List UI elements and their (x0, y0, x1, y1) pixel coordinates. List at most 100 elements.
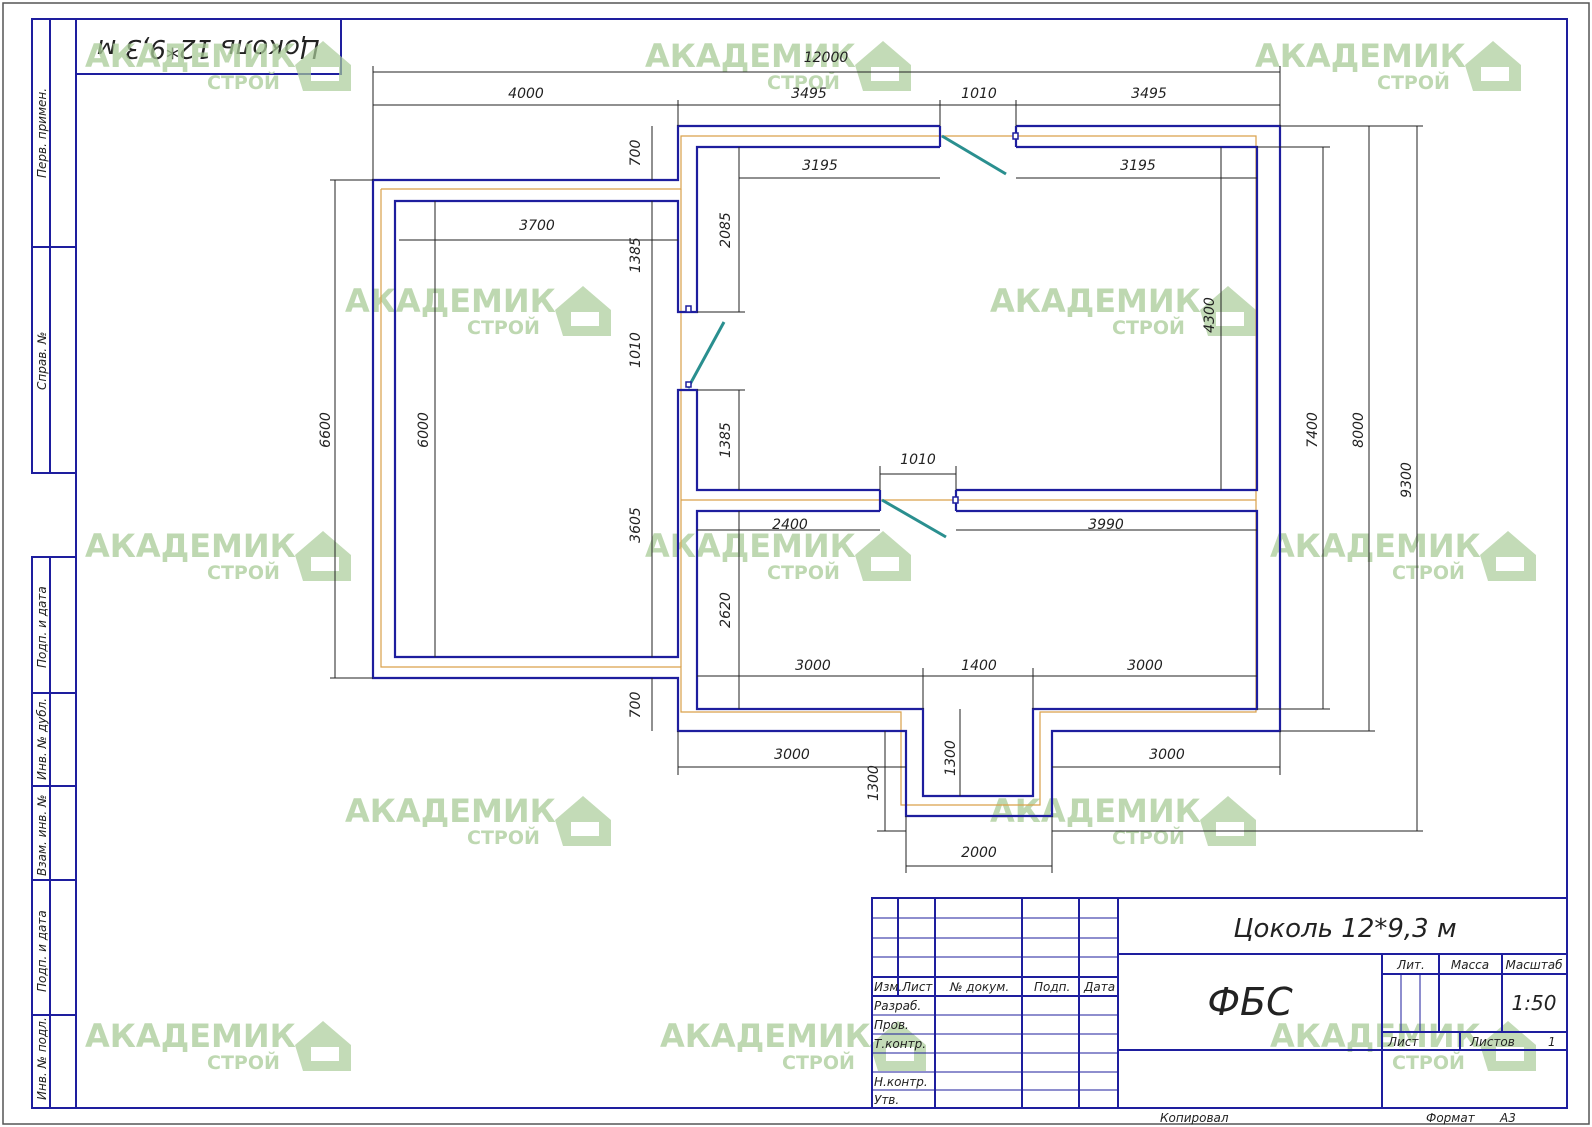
dim-mid-door: 1010 (900, 452, 936, 468)
stamp-vzam-inv: Взам. инв. № (35, 795, 49, 876)
watermark-logo-icon (555, 796, 611, 846)
tb-col-izm: Изм. (874, 980, 902, 994)
stamp-podp-data-1: Подп. и дата (35, 586, 49, 668)
watermark-text-2: СТРОЙ (1112, 826, 1185, 849)
tb-prov: Пров. (874, 1018, 909, 1032)
tb-col-doc: № докум. (949, 980, 1009, 994)
watermark-text-2: СТРОЙ (207, 1051, 280, 1074)
dim-height-7400: 7400 (1305, 412, 1321, 448)
corner-title: Цоколь 12*9,3 м (97, 33, 320, 63)
dim-top-mid-right: 3495 (1131, 86, 1167, 102)
watermark-text-1: АКАДЕМИК (645, 527, 856, 565)
dim-porch-2000: 2000 (961, 845, 997, 861)
watermark-text-2: СТРОЙ (1392, 1051, 1465, 1074)
stamp-perv-primen: Перв. примен. (35, 88, 49, 178)
door-middle (881, 498, 947, 539)
tb-masshtab: Масштаб (1505, 958, 1563, 972)
dim-room-sw: 2400 (772, 517, 808, 533)
watermark-text-1: АКАДЕМИК (345, 282, 556, 320)
dim-left-inner-6000: 6000 (416, 412, 432, 448)
watermark-text-1: АКАДЕМИК (345, 792, 556, 830)
title-block-thin (872, 917, 1421, 1091)
tb-tkontr: Т.контр. (874, 1037, 926, 1051)
watermark-text-1: АКАДЕМИК (85, 37, 296, 75)
dim-part-3605: 3605 (628, 507, 644, 543)
watermark-text-1: АКАДЕМИК (990, 792, 1201, 830)
corner-title-box (75, 18, 342, 75)
watermark-logo-icon (295, 41, 351, 91)
watermark-logo-icon (295, 531, 351, 581)
watermark-logo-icon (1200, 286, 1256, 336)
watermark-logo-icon (555, 286, 611, 336)
watermark-logo-icon (295, 1021, 351, 1071)
watermark-text-1: АКАДЕМИК (85, 1017, 296, 1055)
tb-lit: Лит. (1396, 958, 1425, 972)
watermark-text-1: АКАДЕМИК (1270, 527, 1481, 565)
dim-left-700-bottom: 700 (628, 692, 644, 719)
watermark-text-1: АКАДЕМИК (990, 282, 1201, 320)
dim-bottom-3000-left: 3000 (795, 658, 831, 674)
stamp-inv-podl: Инв. № подл. (35, 1017, 49, 1100)
axis-lines (380, 135, 1257, 806)
dim-room-se: 3990 (1088, 517, 1124, 533)
watermark-text-2: СТРОЙ (782, 1051, 855, 1074)
tb-scale-value: 1:50 (1512, 991, 1557, 1015)
watermark-text-2: СТРОЙ (467, 316, 540, 339)
title-block-title: Цоколь 12*9,3 м (1233, 914, 1456, 944)
door-top (941, 134, 1007, 176)
watermark-text-1: АКАДЕМИК (85, 527, 296, 565)
tb-sheets-count: 1 (1548, 1035, 1556, 1049)
dim-outer-3000-left: 3000 (774, 747, 810, 763)
dimension-lines (330, 66, 1423, 873)
watermark-text-1: АКАДЕМИК (1270, 1017, 1481, 1055)
dim-inner-2620: 2620 (718, 592, 734, 628)
doors (686, 134, 1007, 539)
dim-inner-2085: 2085 (718, 212, 734, 248)
watermark-text-2: СТРОЙ (467, 826, 540, 849)
tb-copied: Копировал (1160, 1111, 1229, 1125)
watermark-logo-icon (855, 41, 911, 91)
watermark-logo-icon (1200, 796, 1256, 846)
watermark-logo-icon (855, 531, 911, 581)
tb-col-podp: Подп. (1034, 980, 1070, 994)
watermark-text-2: СТРОЙ (207, 561, 280, 584)
title-block (871, 897, 1568, 1109)
dim-inner-1385: 1385 (718, 422, 734, 458)
watermark-text-2: СТРОЙ (767, 561, 840, 584)
watermark-text-1: АКАДЕМИК (645, 37, 856, 75)
watermark-text-1: АКАДЕМИК (660, 1017, 871, 1055)
dim-top-mid-left: 3495 (791, 86, 827, 102)
tb-format: Формат (1426, 1111, 1476, 1125)
tb-nkontr: Н.контр. (874, 1075, 928, 1089)
dim-height-8000: 8000 (1351, 412, 1367, 448)
tb-format-value: А3 (1499, 1111, 1516, 1125)
dim-left-height-6600: 6600 (318, 412, 334, 448)
dim-room-ne-width: 3195 (1120, 158, 1156, 174)
stamp-podp-data-2: Подп. и дата (35, 910, 49, 992)
tb-col-list: Лист (901, 980, 933, 994)
dim-total-width: 12000 (804, 50, 849, 66)
dim-height-9300: 9300 (1399, 462, 1415, 498)
dim-part-1385-top: 1385 (628, 237, 644, 273)
dim-part-door-1010: 1010 (628, 332, 644, 368)
watermark-text-2: СТРОЙ (1112, 316, 1185, 339)
stamp-sprav-no: Справ. № (35, 332, 49, 390)
door-left (686, 321, 726, 389)
dim-inner-4300: 4300 (1202, 297, 1218, 333)
tb-razrab: Разраб. (874, 999, 921, 1013)
dim-bottom-1400: 1400 (961, 658, 997, 674)
title-block-code: ФБС (1207, 980, 1293, 1024)
